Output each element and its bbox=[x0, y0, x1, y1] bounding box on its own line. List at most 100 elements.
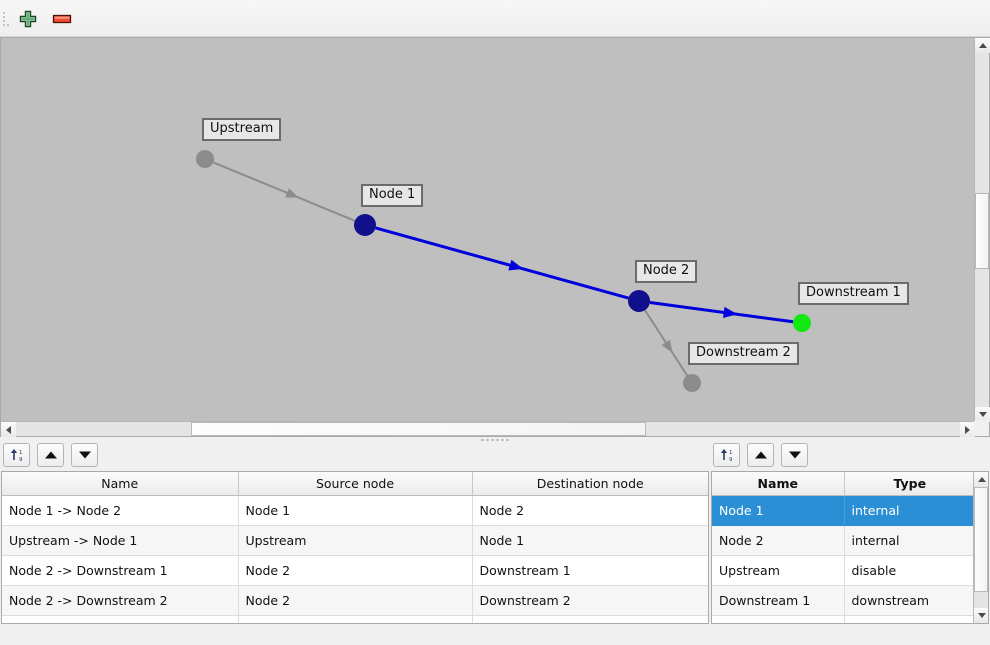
graph-node-label-upstream[interactable]: Upstream bbox=[202, 118, 282, 141]
nodes-table-column-header[interactable]: Name bbox=[712, 472, 845, 496]
graph-vertical-scrollbar[interactable] bbox=[974, 38, 990, 422]
svg-text:1: 1 bbox=[19, 450, 23, 456]
graph-edge-node2-downstream1[interactable] bbox=[649, 300, 794, 324]
scroll-left-button[interactable] bbox=[1, 422, 16, 437]
nodes-table-cell-name[interactable]: Node 1 bbox=[712, 495, 845, 526]
arrow-down-icon bbox=[78, 451, 91, 459]
graph-edge-arrow-upstream-node1 bbox=[285, 188, 299, 198]
main-toolbar bbox=[0, 0, 990, 37]
sort-ascending-icon: 1 9 bbox=[10, 449, 23, 463]
nodes-move-down-button[interactable] bbox=[781, 443, 808, 467]
edges-table-cell-destination[interactable]: Downstream 2 bbox=[472, 585, 708, 616]
graph-node-node2[interactable] bbox=[628, 290, 650, 312]
add-node-button[interactable] bbox=[16, 8, 40, 30]
nodes-vertical-scrollbar[interactable] bbox=[973, 472, 988, 623]
nodes-table-column-header[interactable]: Type bbox=[844, 472, 975, 496]
vscroll-thumb[interactable] bbox=[975, 193, 989, 269]
graph-svg bbox=[196, 150, 811, 392]
nodes-table-cell-name[interactable]: Downstream 1 bbox=[712, 585, 845, 616]
edges-table-cell-source[interactable]: Node 2 bbox=[238, 585, 473, 616]
edges-table-cell-source[interactable]: Upstream bbox=[238, 525, 473, 556]
nodes-table-cell-name[interactable]: Upstream bbox=[712, 555, 845, 586]
nodes-table-cell-name[interactable]: Node 2 bbox=[712, 525, 845, 556]
graph-node-downstream1[interactable] bbox=[793, 314, 811, 332]
graph-node-downstream2[interactable] bbox=[683, 374, 701, 392]
triangle-right-icon bbox=[965, 425, 970, 434]
edges-table-cell-source[interactable]: Node 1 bbox=[238, 495, 473, 526]
triangle-down-icon bbox=[977, 613, 986, 618]
graph-edge-upstream-node1[interactable] bbox=[212, 161, 356, 222]
nodes-table-cell-type[interactable]: internal bbox=[844, 525, 975, 556]
graph-node-label-node1[interactable]: Node 1 bbox=[361, 184, 424, 207]
graph-edge-node1-node2[interactable] bbox=[375, 226, 629, 300]
edges-table-cell-destination[interactable]: Node 2 bbox=[472, 495, 708, 526]
nodes-table-cell-type[interactable]: disable bbox=[844, 555, 975, 586]
delete-node-button[interactable] bbox=[50, 8, 74, 30]
nodes-scroll-down-button[interactable] bbox=[974, 608, 988, 623]
nodes-scroll-up-button[interactable] bbox=[974, 472, 988, 487]
edges-table-cell-name[interactable]: Node 2 -> Downstream 1 bbox=[2, 555, 239, 586]
graph-node-label-downstream2[interactable]: Downstream 2 bbox=[688, 342, 799, 365]
edges-move-up-button[interactable] bbox=[37, 443, 64, 467]
edges-table-cell-source[interactable]: Node 2 bbox=[238, 555, 473, 586]
edges-table-cell-name[interactable]: Upstream -> Node 1 bbox=[2, 525, 239, 556]
nodes-toolbar: 1 9 bbox=[713, 443, 973, 469]
graph-node-upstream[interactable] bbox=[196, 150, 214, 168]
graph-edge-arrow-node2-downstream1 bbox=[722, 306, 738, 318]
scroll-down-button[interactable] bbox=[975, 407, 990, 422]
edges-move-down-button[interactable] bbox=[71, 443, 98, 467]
nodes-table-cell-type[interactable]: internal bbox=[844, 495, 975, 526]
scrollbar-corner bbox=[974, 421, 989, 436]
edges-sort-button[interactable]: 1 9 bbox=[3, 443, 30, 467]
scroll-up-button[interactable] bbox=[975, 38, 990, 53]
scroll-right-button[interactable] bbox=[960, 422, 975, 437]
edges-table-column-header[interactable]: Destination node bbox=[472, 472, 708, 496]
graph-node-label-downstream1[interactable]: Downstream 1 bbox=[798, 282, 909, 305]
graph-edge-arrow-node2-downstream2 bbox=[661, 339, 673, 353]
graph-edge-arrow-node1-node2 bbox=[508, 259, 524, 271]
edges-table-cell-destination[interactable]: Downstream 1 bbox=[472, 555, 708, 586]
edges-table-cell-name[interactable]: Node 2 -> Downstream 2 bbox=[2, 585, 239, 616]
minus-icon bbox=[52, 14, 72, 24]
edges-table-column-header[interactable]: Source node bbox=[238, 472, 473, 496]
svg-text:1: 1 bbox=[729, 450, 733, 456]
svg-text:9: 9 bbox=[729, 457, 733, 463]
edges-table-cell-name[interactable]: Node 1 -> Node 2 bbox=[2, 495, 239, 526]
edges-table-cell-destination[interactable]: Node 1 bbox=[472, 525, 708, 556]
svg-text:9: 9 bbox=[19, 457, 23, 463]
triangle-up-icon bbox=[978, 43, 987, 48]
graph-horizontal-scrollbar[interactable] bbox=[1, 421, 975, 437]
graph-node-label-node2[interactable]: Node 2 bbox=[635, 260, 698, 283]
edges-table-column-header[interactable]: Name bbox=[2, 472, 239, 496]
arrow-up-icon bbox=[44, 451, 57, 459]
nodes-vscroll-thumb[interactable] bbox=[974, 487, 988, 592]
nodes-table-cell-type[interactable]: downstream bbox=[844, 585, 975, 616]
triangle-left-icon bbox=[6, 425, 11, 434]
splitter-grip-icon bbox=[481, 439, 509, 441]
nodes-table-empty-cell bbox=[844, 615, 975, 623]
panel-splitter[interactable] bbox=[0, 437, 990, 444]
hscroll-thumb[interactable] bbox=[191, 422, 646, 436]
toolbar-drag-handle[interactable] bbox=[3, 10, 9, 28]
graph-node-node1[interactable] bbox=[354, 214, 376, 236]
nodes-move-up-button[interactable] bbox=[747, 443, 774, 467]
nodes-sort-button[interactable]: 1 9 bbox=[713, 443, 740, 467]
